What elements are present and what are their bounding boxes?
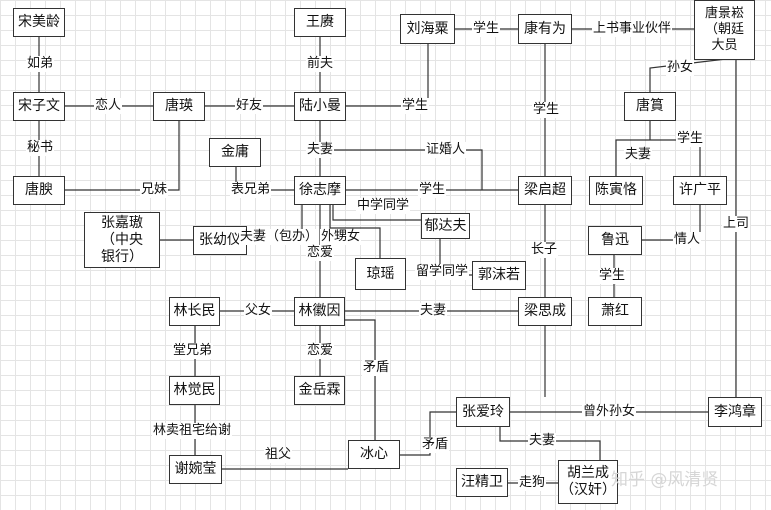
edge-label-qingren: 情人 bbox=[673, 232, 702, 248]
node-xie-wanying: 谢婉莹 bbox=[169, 455, 222, 484]
edge-label-lin-zuzhai: 林卖祖宅给谢 bbox=[152, 423, 233, 439]
node-jin-yuelin: 金岳霖 bbox=[294, 376, 345, 405]
node-kang-youwei: 康有为 bbox=[518, 14, 572, 44]
edge-label-zhenghunren: 证婚人 bbox=[425, 142, 467, 158]
edge-label-xuesheng-kang: 学生 bbox=[472, 21, 501, 37]
node-tang-ying: 唐瑛 bbox=[153, 92, 205, 121]
edge-label-lianren: 恋人 bbox=[94, 98, 123, 114]
edge-label-shangsi: 上司 bbox=[722, 216, 751, 232]
edge-label-maodun-1: 矛盾 bbox=[362, 360, 391, 376]
node-wang-jingwei: 汪精卫 bbox=[456, 468, 508, 497]
node-lu-xun: 鲁迅 bbox=[588, 226, 642, 255]
node-lu-xiaoman: 陆小曼 bbox=[294, 92, 346, 121]
edge-label-zhangzi: 长子 bbox=[530, 242, 559, 258]
node-tang-yun: 唐篔 bbox=[624, 92, 676, 121]
watermark: 知乎 @风清贤 bbox=[611, 470, 719, 490]
node-xu-guangping: 许广平 bbox=[673, 176, 727, 205]
node-zhang-jiaao: 张嘉璈 （中央 银行） bbox=[84, 212, 160, 268]
edge-label-xuesheng-xiao: 学生 bbox=[598, 268, 627, 284]
node-wang-geng: 王赓 bbox=[294, 8, 346, 37]
edge-label-xuesheng-xu-liang: 学生 bbox=[418, 182, 447, 198]
node-hu-lancheng: 胡兰成 （汉奸） bbox=[558, 460, 618, 504]
edge-label-liandi: 恋爱 bbox=[306, 343, 335, 359]
edge-label-liuxue-tongxue: 留学同学 bbox=[415, 264, 470, 280]
edge-label-xuesheng-lu-liu: 学生 bbox=[401, 98, 430, 114]
edge-label-lianai-xulin: 恋爱 bbox=[306, 245, 335, 261]
node-xu-zhimo: 徐志摩 bbox=[294, 176, 346, 205]
edge-label-mishu: 秘书 bbox=[26, 140, 55, 156]
node-yu-dafu: 郁达夫 bbox=[421, 213, 470, 239]
node-liu-haisu: 刘海粟 bbox=[400, 14, 455, 44]
node-guo-moruo: 郭沫若 bbox=[472, 261, 526, 290]
edge-label-xuesheng-chen: 学生 bbox=[676, 131, 705, 147]
edge-label-fuqi-tangchen: 夫妻 bbox=[624, 147, 653, 163]
edge-label-funu: 父女 bbox=[244, 303, 273, 319]
edge-label-rumei-di: 如弟 bbox=[26, 56, 55, 72]
node-qiong-yao: 琼瑶 bbox=[355, 258, 406, 290]
edge-label-zufu: 祖父 bbox=[264, 447, 293, 463]
edge-label-xiongmei: 兄妹 bbox=[140, 182, 169, 198]
edge-label-haoyou: 好友 bbox=[235, 98, 264, 114]
node-zhang-youyi: 张幼仪 bbox=[193, 226, 247, 255]
edge-label-tangxiongdi: 堂兄弟 bbox=[172, 343, 214, 359]
edge-label-biaoxiongdi: 表兄弟 bbox=[230, 182, 272, 198]
node-jin-yong: 金庸 bbox=[209, 138, 261, 167]
edge-label-waisheng-nu: 外甥女 bbox=[320, 229, 362, 245]
node-tang-na: 唐腴 bbox=[13, 176, 65, 205]
edge-label-shangshu: 上书事业伙伴 bbox=[592, 21, 673, 37]
node-liang-qichao: 梁启超 bbox=[518, 176, 572, 205]
node-lin-huiyin: 林徽因 bbox=[294, 297, 345, 326]
edge-label-qianfu: 前夫 bbox=[306, 56, 335, 72]
edge-label-sunnu: 孙女 bbox=[666, 60, 695, 76]
node-lin-juemin: 林觉民 bbox=[169, 376, 220, 405]
node-liang-sicheng: 梁思成 bbox=[518, 297, 572, 326]
node-xiao-hong: 萧红 bbox=[588, 297, 642, 326]
node-song-ziwen: 宋子文 bbox=[13, 92, 65, 121]
edge-label-zhongxue-tongxue: 中学同学 bbox=[356, 198, 411, 214]
edge-label-maodun-2: 矛盾 bbox=[421, 437, 450, 453]
node-song-meiling: 宋美龄 bbox=[13, 8, 65, 37]
node-li-hongzhang: 李鸿章 bbox=[708, 397, 762, 427]
node-lin-changmin: 林长民 bbox=[169, 297, 220, 326]
edge-label-fuqi-luxu: 夫妻 bbox=[306, 142, 335, 158]
node-zhang-ailing: 张爱玲 bbox=[456, 397, 510, 427]
edge-label-fuqi-baoban: 夫妻（包办） bbox=[239, 229, 320, 245]
node-chen-yinke: 陈寅恪 bbox=[589, 176, 643, 205]
edge-label-zougou: 走狗 bbox=[518, 475, 547, 491]
edge-label-fuqi-zhanghu: 夫妻 bbox=[528, 433, 557, 449]
edge-label-fuqi-linliang: 夫妻 bbox=[419, 303, 448, 319]
node-bing-xin: 冰心 bbox=[348, 440, 400, 469]
node-tang-jingsong: 唐景崧 （朝廷 大员 bbox=[694, 0, 755, 60]
edge-label-xuesheng-liang-kang: 学生 bbox=[532, 102, 561, 118]
edge-label-zengwai-sunnu: 曾外孙女 bbox=[582, 404, 637, 420]
